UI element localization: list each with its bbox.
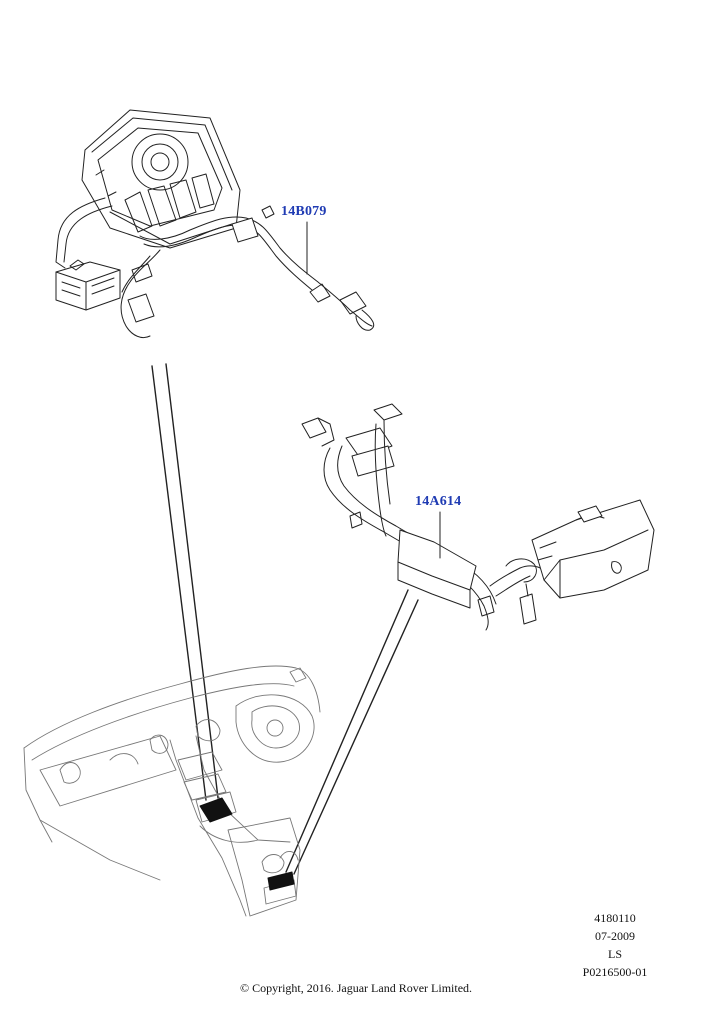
callout-14a614[interactable]: 14A614 bbox=[415, 494, 462, 509]
harness-14a614 bbox=[301, 403, 547, 631]
reference-line-1: 4180110 bbox=[594, 911, 636, 925]
amplifier-location-highlight bbox=[267, 871, 295, 891]
reference-line-2: 07-2009 bbox=[595, 929, 635, 943]
location-pointer-upper bbox=[151, 363, 219, 801]
module-location-highlight bbox=[199, 797, 233, 823]
harness-14b079 bbox=[55, 197, 375, 339]
terrain-control-module bbox=[81, 109, 241, 249]
reference-line-3: LS bbox=[607, 947, 622, 961]
location-pointer-lower bbox=[285, 589, 419, 875]
connector-block-left bbox=[55, 259, 121, 311]
callout-14b079[interactable]: 14B079 bbox=[281, 204, 327, 219]
reference-block: 4180110 07-2009 LS P0216500-01 bbox=[560, 909, 670, 981]
amplifier-unit bbox=[531, 499, 655, 599]
reference-line-4: P0216500-01 bbox=[582, 965, 648, 979]
copyright-notice: © Copyright, 2016. Jaguar Land Rover Lim… bbox=[239, 981, 473, 995]
